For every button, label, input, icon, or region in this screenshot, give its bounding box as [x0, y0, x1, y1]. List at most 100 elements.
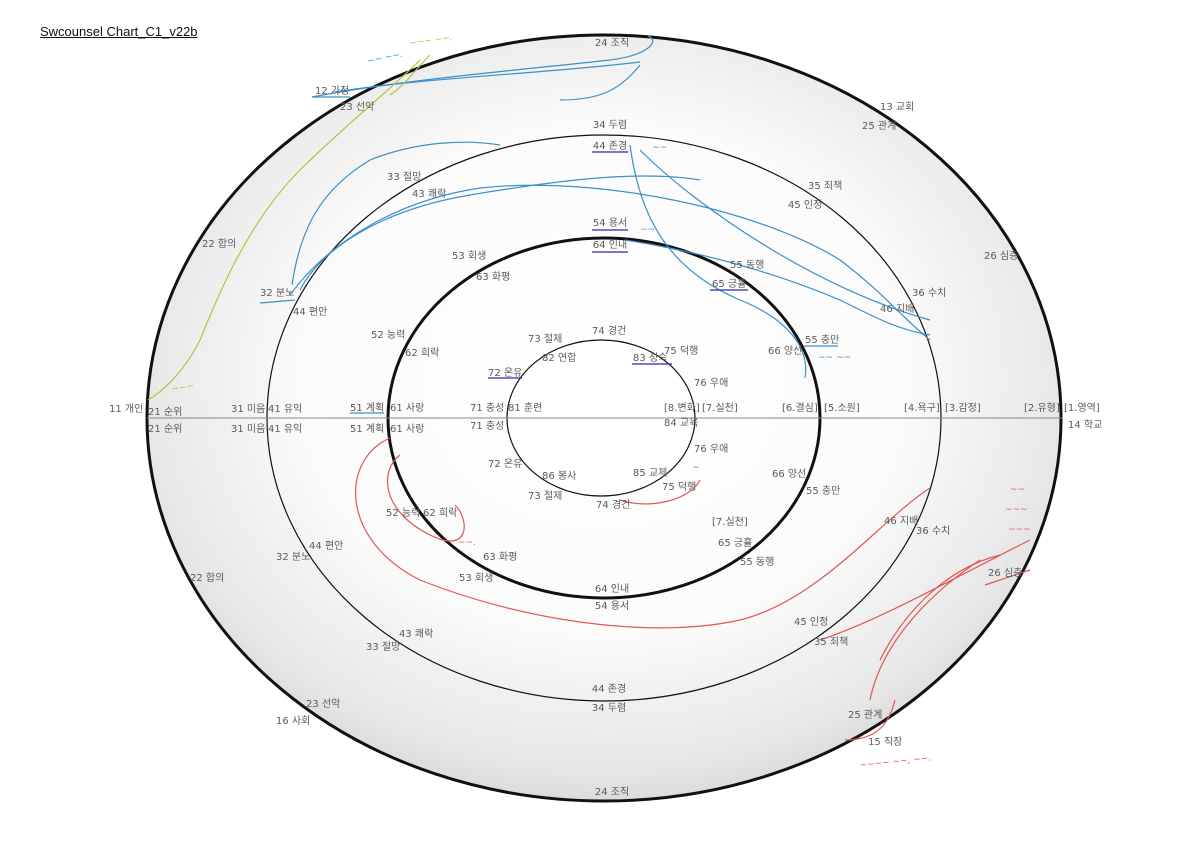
label: 14 학교	[1068, 419, 1102, 431]
label: 26 심층	[988, 567, 1022, 579]
label: 22 합의	[190, 572, 224, 584]
note-red-4: ~~~~ ~~, ~~.	[859, 754, 931, 771]
label: 74 경건	[596, 498, 630, 511]
label: 62 희락	[405, 347, 439, 359]
label: 32 분노	[276, 551, 310, 563]
label: 53 회생	[452, 250, 486, 262]
label: 64 인내	[593, 239, 627, 251]
label: 81 훈련	[508, 401, 542, 414]
label: 46 지배	[880, 303, 914, 315]
note-red-5: ~~.	[458, 538, 476, 548]
label: 41 유익	[268, 423, 302, 435]
label: 44 존경	[592, 682, 626, 695]
label: [7.실천]	[712, 516, 748, 528]
label: [8.변화]	[664, 402, 700, 414]
label: 82 연합	[542, 352, 576, 364]
labels: 24 조직 12 가정 23 선악 13 교회 25 관계 34 두렴 44 존…	[109, 37, 1102, 798]
label: 44 존경	[593, 139, 627, 152]
label: 12 가정	[315, 85, 349, 97]
label: 36 수치	[916, 525, 950, 537]
label: 21 순위	[148, 405, 182, 418]
label: 34 두렴	[592, 701, 626, 714]
label: 43 쾌락	[399, 628, 433, 640]
label: 64 인내	[595, 583, 629, 595]
label-underlines	[312, 96, 838, 414]
note-green-1: ~~~ ~~.	[409, 33, 453, 49]
label: 51 계획	[350, 423, 384, 435]
note-red-2: ~~~	[1005, 505, 1028, 515]
label: 23 선악	[340, 101, 374, 113]
blue-annotations	[259, 35, 931, 379]
label: 46 지배	[884, 515, 918, 527]
label: 13 교회	[880, 101, 914, 113]
label: 25 관계	[862, 120, 896, 132]
label: 32 분노	[260, 287, 294, 299]
label: 21 순위	[148, 422, 182, 435]
label: 55 동행	[740, 556, 774, 568]
label: 63 화평	[483, 551, 517, 563]
label: 52 능력	[386, 507, 420, 519]
label: 72 온유	[488, 458, 522, 470]
label: [5.소원]	[824, 402, 860, 414]
label: 11 개인	[109, 403, 143, 415]
label: 66 양선	[772, 468, 806, 480]
label: 35 죄책	[814, 636, 848, 648]
label: 35 죄책	[808, 180, 842, 192]
label: 75 덕행	[664, 345, 698, 357]
label: 52 능력	[371, 329, 405, 341]
label: 33 절망	[387, 170, 421, 183]
note-green-2: ~~~	[171, 381, 195, 395]
note-blue-2: ~~	[652, 143, 667, 153]
red-annotations	[355, 437, 1031, 741]
label: 63 화평	[476, 271, 510, 283]
label: 44 편안	[309, 540, 343, 552]
label: 65 긍휼	[718, 536, 752, 549]
label: [2.유형]	[1024, 402, 1060, 414]
label: 54 용서	[595, 600, 629, 612]
label: 16 사회	[276, 715, 310, 727]
label: 33 절망	[366, 640, 400, 653]
label: 73 절제	[528, 332, 562, 345]
chart-title: Swcounsel Chart_C1_v22b	[40, 24, 198, 39]
label: 36 수치	[912, 287, 946, 299]
label: 61 사랑	[390, 402, 424, 414]
label: 15 직장	[868, 736, 902, 748]
label: 31 미음	[231, 423, 265, 435]
note-blue-4: ~~ ~~	[818, 353, 851, 363]
label: 53 회생	[459, 572, 493, 584]
label: 43 쾌락	[412, 188, 446, 200]
label: 41 유익	[268, 403, 302, 415]
label: 45 인정	[794, 616, 828, 628]
label: 24 조직	[595, 37, 629, 49]
label: 34 두렴	[593, 118, 627, 131]
green-annotations	[147, 54, 431, 401]
label: 71 충성	[470, 420, 504, 432]
label: 55 동행	[730, 259, 764, 271]
label: 54 용서	[593, 217, 627, 229]
label: 71 충성	[470, 402, 504, 414]
label: 51 계획	[350, 402, 384, 414]
label: 74 경건	[592, 324, 626, 337]
label: [1.영역]	[1064, 402, 1100, 414]
label: 55 충만	[805, 334, 839, 346]
label: 83 성숙	[633, 352, 667, 364]
label: 61 사랑	[390, 423, 424, 435]
label: 31 미음	[231, 403, 265, 415]
label: 72 온유	[488, 367, 522, 379]
label: 62 희락	[423, 507, 457, 519]
note-blue-3: ~~	[640, 225, 655, 235]
label: 25 관계	[848, 709, 882, 721]
note-blue-1: ~~ ~~.	[367, 50, 404, 67]
label: 76 우애	[694, 377, 728, 389]
label: 73 절제	[528, 489, 562, 502]
label: [7.실천]	[702, 402, 738, 414]
label: 45 인정	[788, 199, 822, 211]
label: 55 충만	[806, 485, 840, 497]
label: 85 교제	[633, 467, 667, 479]
label: 84 교육	[664, 417, 698, 429]
label: [6.결심]	[782, 402, 818, 414]
note-red-1: ~~	[1010, 485, 1025, 495]
label: 76 우애	[694, 443, 728, 455]
label: [3.감정]	[945, 402, 981, 414]
